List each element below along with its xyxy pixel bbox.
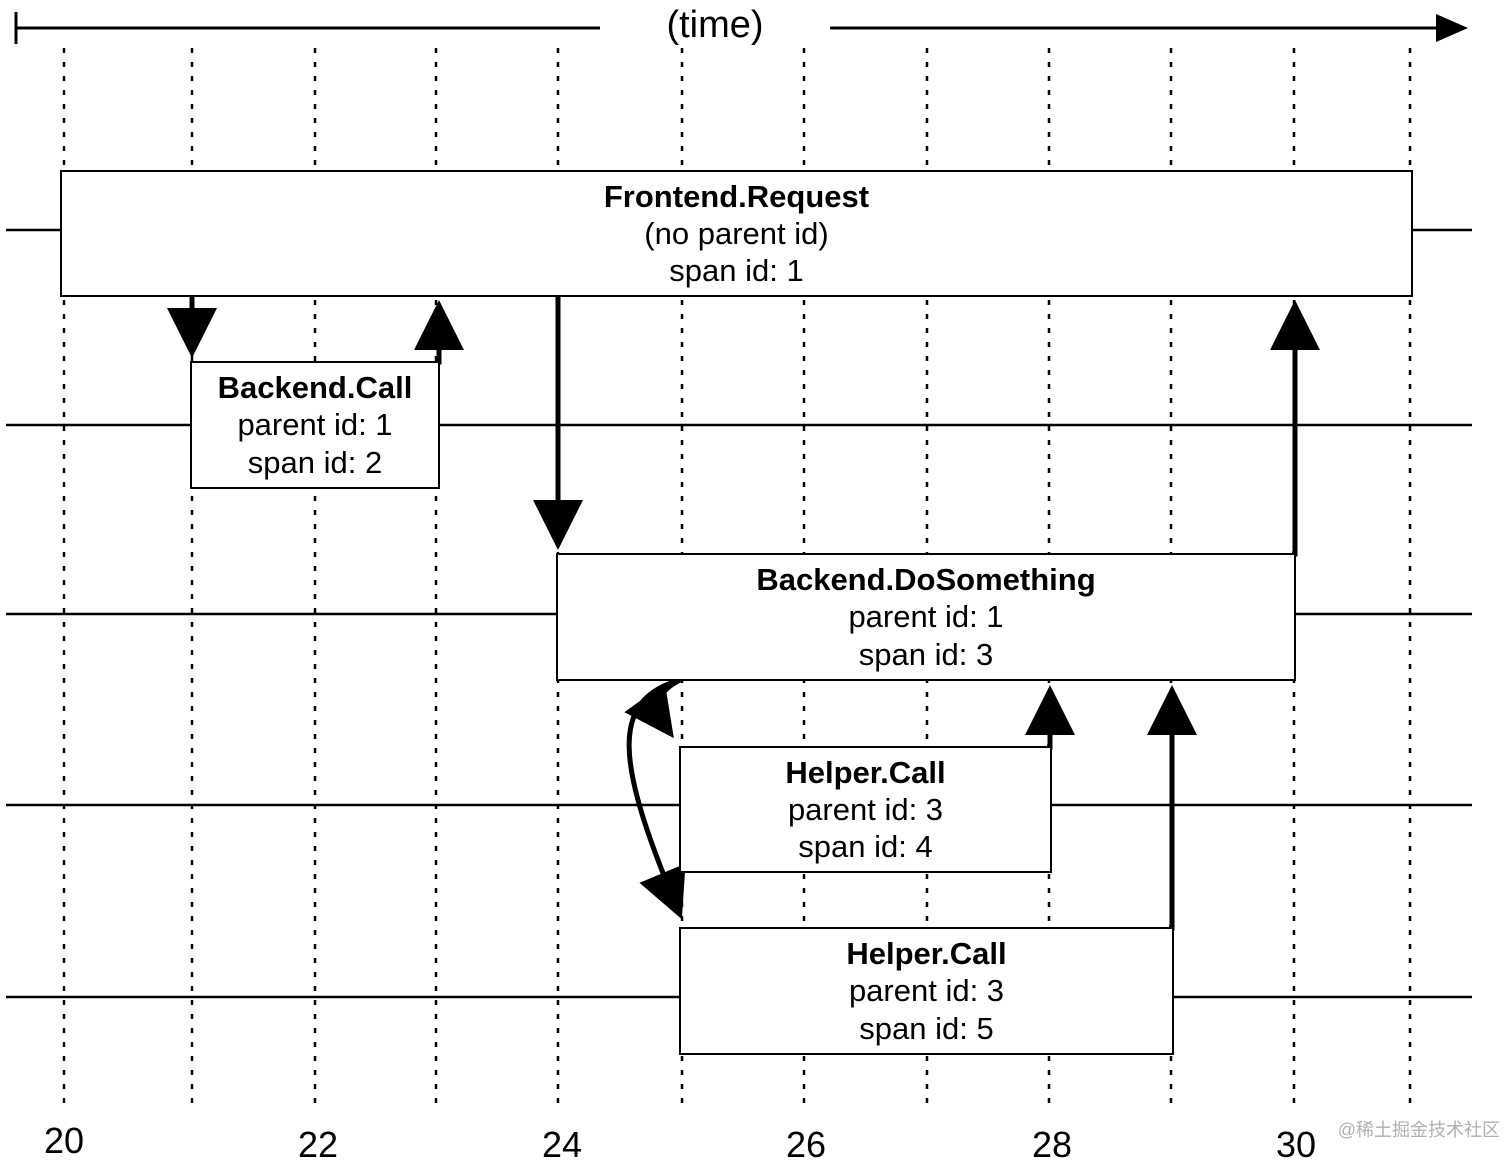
span-helper-call-4: Helper.Call parent id: 3 span id: 4	[679, 746, 1052, 873]
call-arrow	[626, 677, 686, 920]
span-frontend-request: Frontend.Request (no parent id) span id:…	[60, 170, 1413, 297]
span-name: Backend.Call	[217, 370, 413, 406]
span-name: Helper.Call	[785, 754, 946, 790]
tick-label: 30	[1275, 1124, 1317, 1165]
span-id: span id: 2	[247, 444, 383, 480]
time-axis-arrowhead	[1436, 14, 1468, 42]
span-id: span id: 4	[798, 829, 933, 865]
return-arrow	[1147, 685, 1197, 931]
span-backend-call: Backend.Call parent id: 1 span id: 2	[190, 361, 440, 489]
span-id: span id: 1	[669, 253, 804, 289]
span-parent-id: parent id: 1	[237, 407, 393, 443]
span-name: Frontend.Request	[603, 178, 870, 214]
tick-label: 28	[1031, 1124, 1073, 1165]
span-parent-id: parent id: 1	[848, 599, 1004, 635]
span-name: Backend.DoSomething	[756, 562, 1096, 598]
return-arrow	[1270, 300, 1320, 557]
time-axis	[14, 12, 1468, 44]
tick-label: 20	[43, 1120, 85, 1161]
span-id: span id: 3	[858, 636, 994, 672]
span-parent-id: (no parent id)	[644, 215, 829, 251]
tick-label: 22	[297, 1124, 339, 1165]
tick-label: 26	[785, 1124, 827, 1165]
tick-label: 24	[541, 1124, 583, 1165]
span-name: Helper.Call	[846, 936, 1007, 972]
span-parent-id: parent id: 3	[848, 973, 1005, 1009]
watermark: @稀土掘金技术社区	[1337, 1120, 1500, 1140]
span-parent-id: parent id: 3	[787, 791, 944, 827]
time-axis-label: (time)	[600, 4, 830, 47]
span-id: span id: 5	[859, 1010, 994, 1046]
return-arrow	[1025, 685, 1075, 750]
span-helper-call-5: Helper.Call parent id: 3 span id: 5	[679, 927, 1174, 1055]
span-backend-dosomething: Backend.DoSomething parent id: 1 span id…	[556, 553, 1296, 681]
